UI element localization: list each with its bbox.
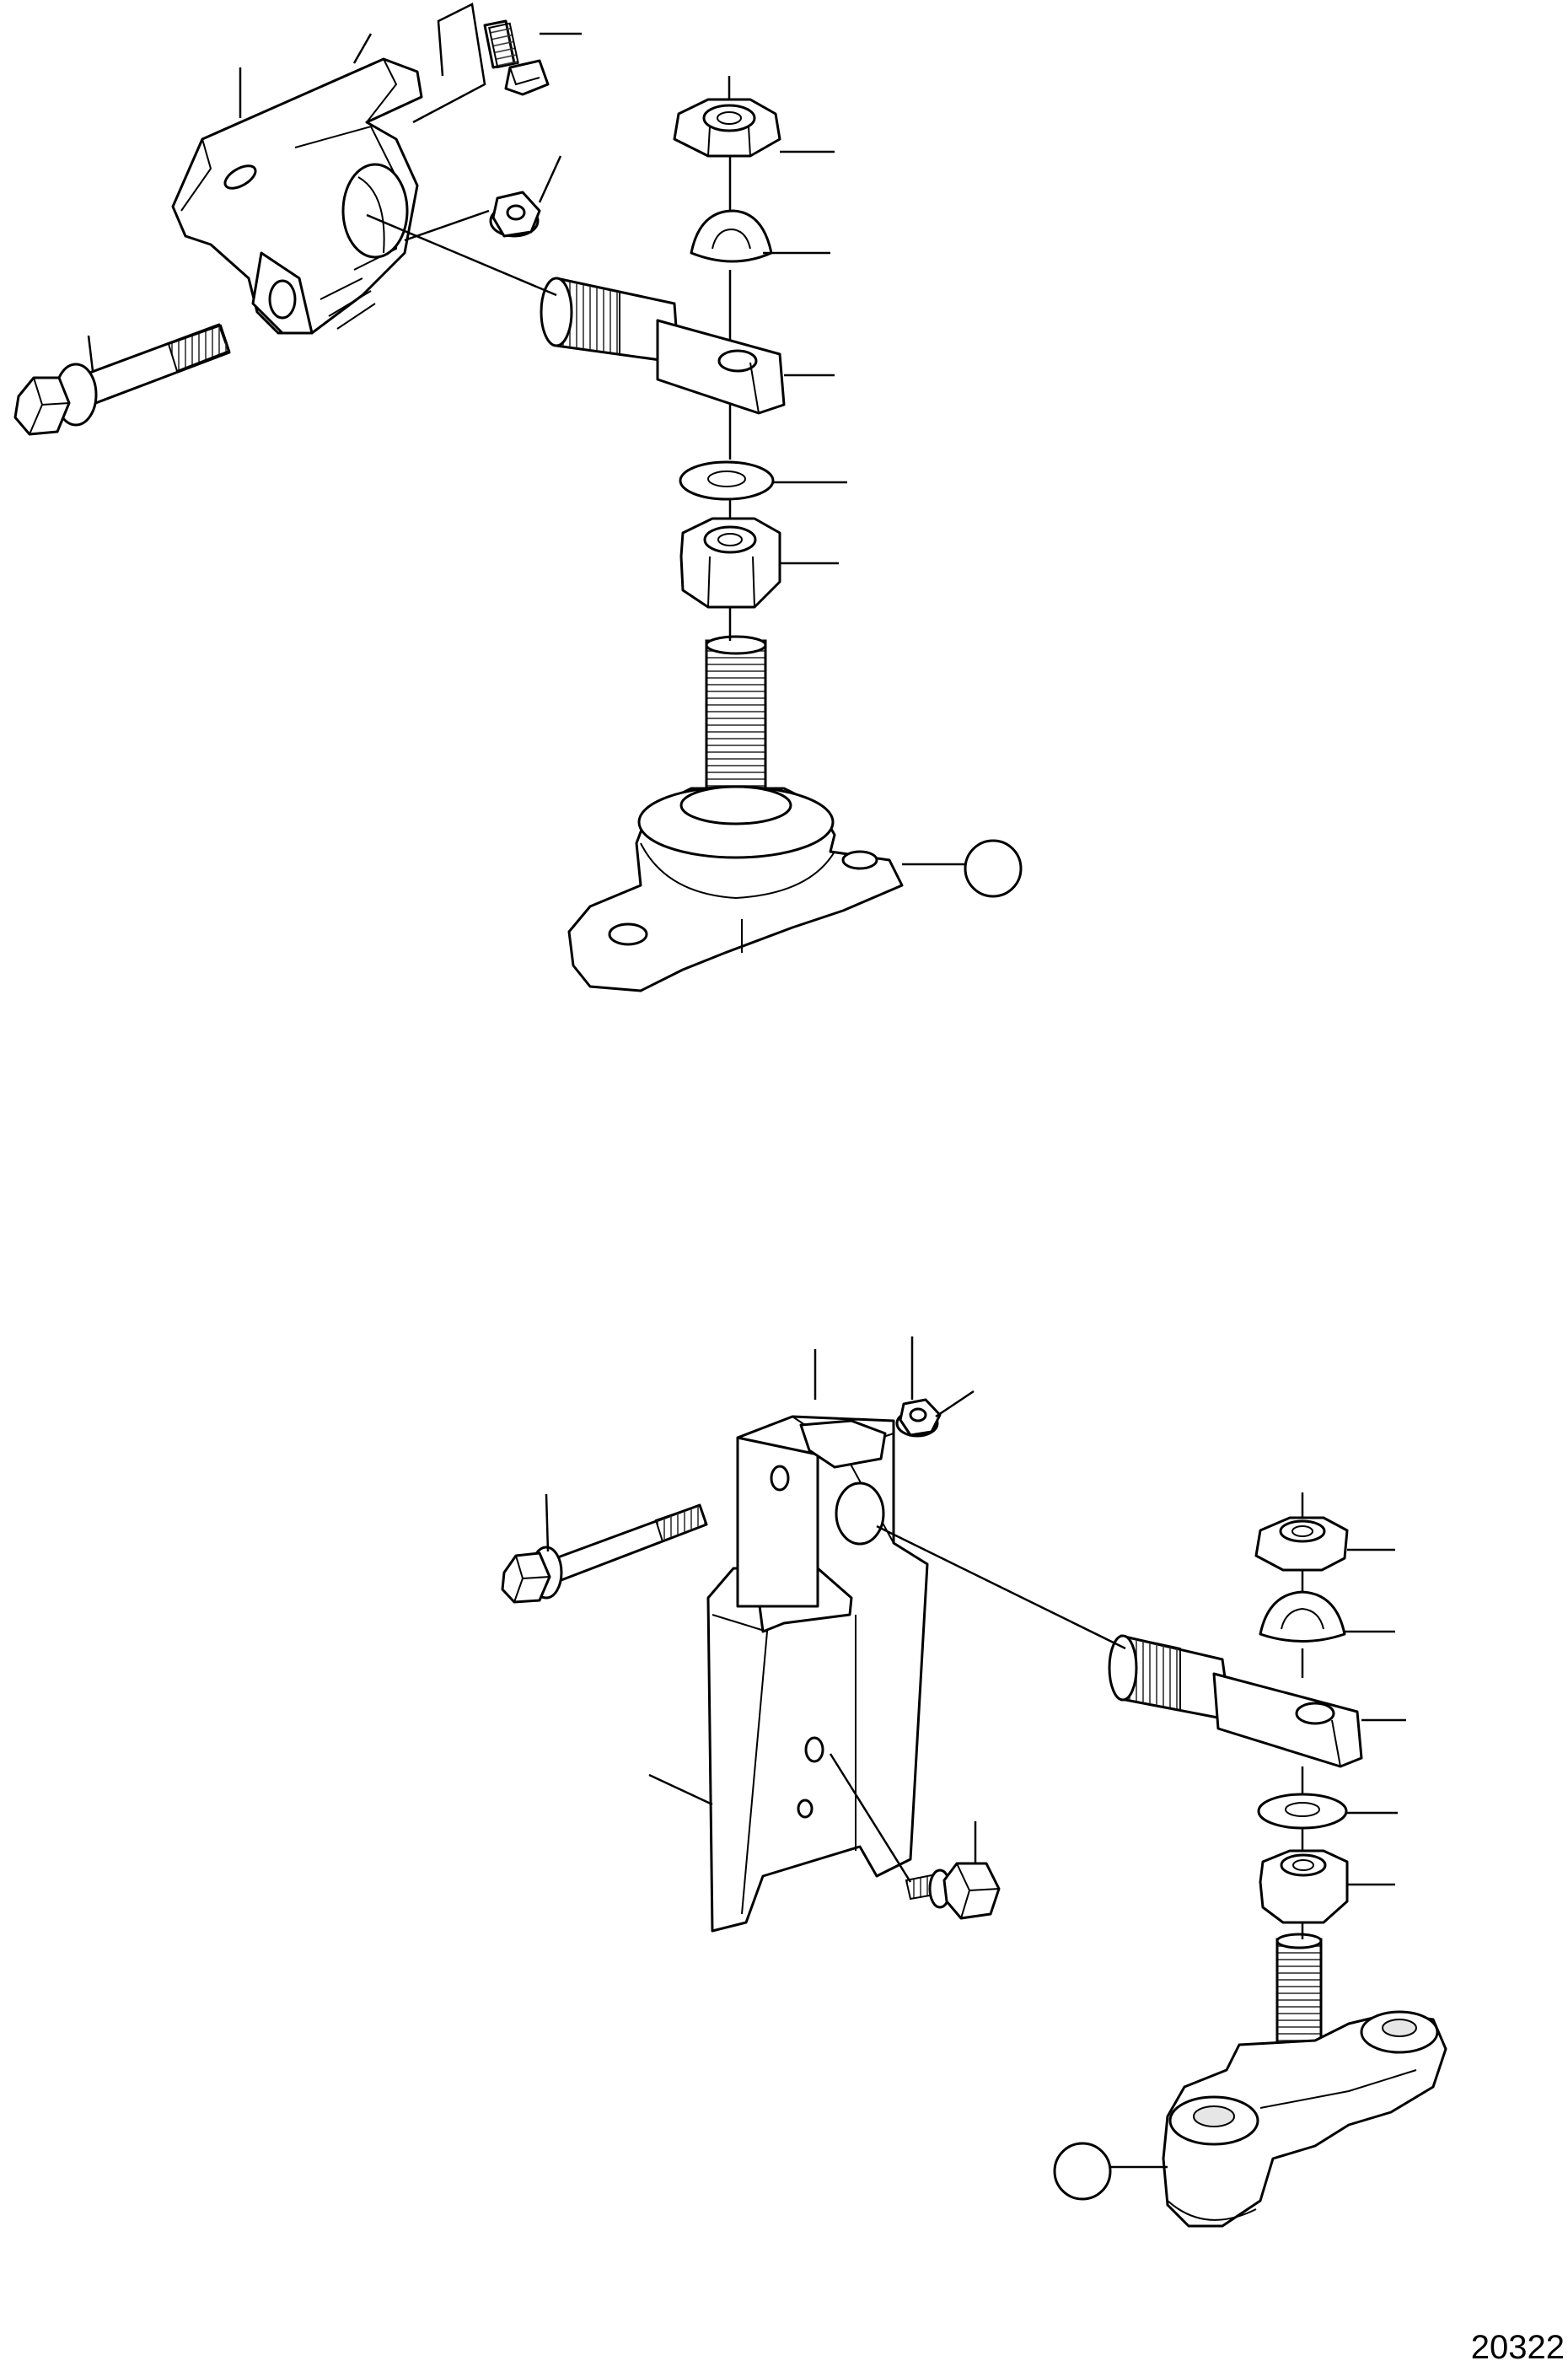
- bottom-hex-nut-upper: [1254, 1516, 1349, 1572]
- bottom-long-bolt: [501, 1503, 708, 1604]
- top-flange-nut: [489, 191, 541, 238]
- bottom-threaded-stud: [1108, 1634, 1363, 1768]
- bottom-small-bolt: [905, 1862, 1001, 1920]
- bottom-reference-circle: [1053, 2142, 1112, 2201]
- top-small-screw: [483, 19, 550, 96]
- top-d-washer: [690, 209, 773, 263]
- top-threaded-stud: [540, 277, 786, 415]
- bottom-d-washer: [1259, 1590, 1346, 1643]
- top-engine-bracket: [171, 57, 423, 335]
- bottom-assembly: [501, 1336, 1447, 2228]
- top-hex-nut-lower: [679, 517, 781, 609]
- top-leader-lines: [87, 3, 965, 866]
- top-hex-nut-upper: [673, 98, 781, 158]
- top-long-bolt: [13, 323, 231, 436]
- top-assembly: [13, 3, 1023, 992]
- bottom-flat-washer: [1257, 1793, 1348, 1830]
- top-flat-washer: [679, 460, 775, 501]
- top-rubber-mount: [567, 635, 904, 992]
- bottom-leader-lines: [545, 1336, 1406, 2169]
- figure-number: 20322: [1470, 2329, 1565, 2366]
- bottom-engine-bracket: [706, 1415, 929, 1933]
- bottom-flange-nut: [895, 1398, 942, 1438]
- bottom-rubber-mount: [1162, 1933, 1447, 2228]
- top-reference-circle: [964, 839, 1023, 898]
- bottom-hex-nut-lower: [1259, 1849, 1349, 1924]
